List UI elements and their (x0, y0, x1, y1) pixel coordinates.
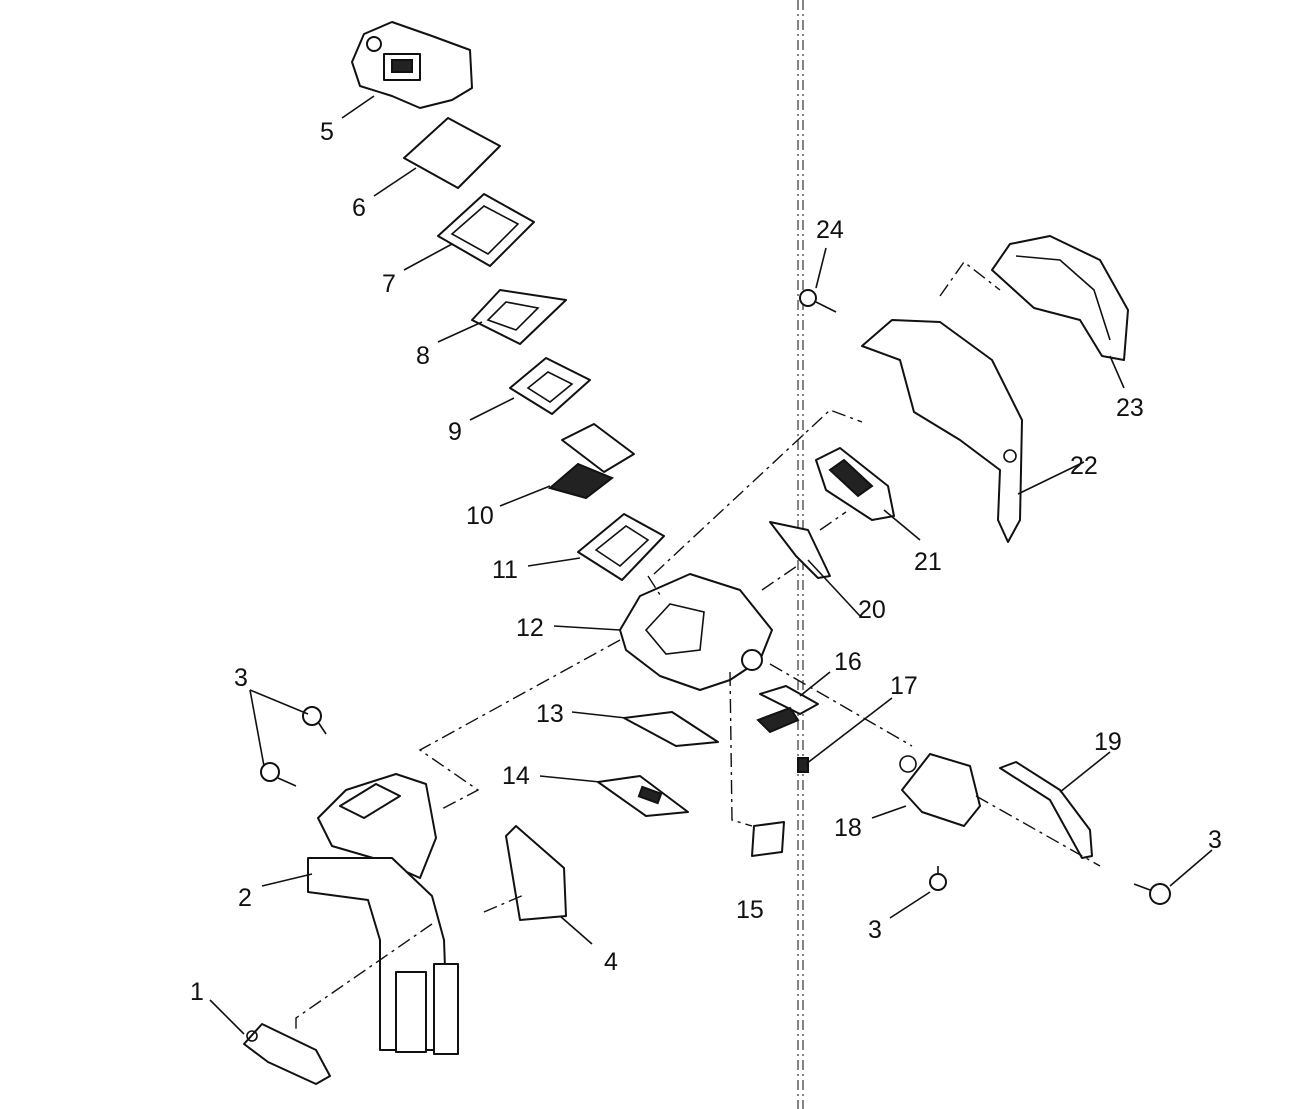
assembly-line-12-to-20 (761, 563, 801, 591)
assembly-line-11-to-12 (647, 575, 663, 599)
part-11-box-frame (577, 513, 665, 581)
assembly-line-12-to-22 (653, 409, 863, 575)
part-4-sheet (505, 825, 567, 921)
callout-17: 17 (890, 672, 918, 700)
callout-24: 24 (816, 216, 844, 244)
part-21-block-unit (815, 447, 895, 521)
callout-12: 12 (516, 614, 544, 642)
assembly-line-22-to-23 (939, 260, 1001, 297)
assembly-line-12-to-15 (729, 671, 753, 827)
part-3-screw-left (260, 762, 297, 787)
callout-11: 11 (492, 556, 518, 584)
part-5-top-housing (351, 21, 473, 109)
part-18-bracket (899, 753, 981, 827)
part-23-curved-cap (991, 235, 1129, 361)
part-17-spring (797, 757, 809, 773)
callout-3-upper: 3 (234, 664, 248, 692)
callout-5: 5 (320, 118, 334, 146)
part-16-block (756, 685, 819, 734)
part-3-screw-right (1133, 883, 1171, 905)
callout-8: 8 (416, 342, 430, 370)
part-3-screw-upper (302, 706, 327, 735)
part-20-curved-sheet (769, 521, 831, 579)
assembly-line-2-to-4 (483, 893, 527, 913)
callout-13: 13 (536, 700, 564, 728)
part-12-main-body (619, 573, 773, 691)
part-13-plate (623, 711, 719, 747)
callout-7: 7 (382, 270, 396, 298)
part-8-bracket (471, 289, 567, 345)
callout-3-bottom: 3 (868, 916, 882, 944)
callout-14: 14 (502, 762, 530, 790)
part-24-screw (799, 289, 837, 313)
assembly-line-20-to-21 (819, 511, 847, 531)
assembly-line-12-to-2 (418, 639, 621, 811)
part-1-bracket (243, 1023, 331, 1085)
callout-4: 4 (604, 948, 618, 976)
part-19-lever (999, 761, 1093, 859)
callout-6: 6 (352, 194, 366, 222)
callout-1: 1 (190, 978, 204, 1006)
part-22-curved-cover (861, 319, 1023, 543)
callout-16: 16 (834, 648, 862, 676)
part-9-frame-plate (509, 357, 591, 415)
part-10-folded-element (547, 423, 635, 500)
part-3-screw-bottom (929, 866, 947, 891)
callout-22: 22 (1070, 452, 1098, 480)
callout-10: 10 (466, 502, 494, 530)
part-7-frame (437, 193, 535, 267)
leader-lines (209, 95, 1213, 1035)
part-2-flex-assembly (307, 773, 459, 1055)
callout-3-right: 3 (1208, 826, 1222, 854)
callout-20: 20 (858, 596, 886, 624)
assembly-line-18-to-3 (975, 795, 1101, 867)
assembly-line-2-to-1 (295, 923, 433, 1030)
callout-15: 15 (736, 896, 764, 924)
part-6-sheet (403, 117, 501, 189)
callout-21: 21 (914, 548, 942, 576)
assembly-line-12-to-19 (769, 663, 913, 747)
callout-23: 23 (1116, 394, 1144, 422)
callout-2: 2 (238, 884, 252, 912)
callout-18: 18 (834, 814, 862, 842)
callout-19: 19 (1094, 728, 1122, 756)
callout-9: 9 (448, 418, 462, 446)
part-15-small-plate (751, 821, 785, 857)
part-14-plate (597, 775, 689, 817)
